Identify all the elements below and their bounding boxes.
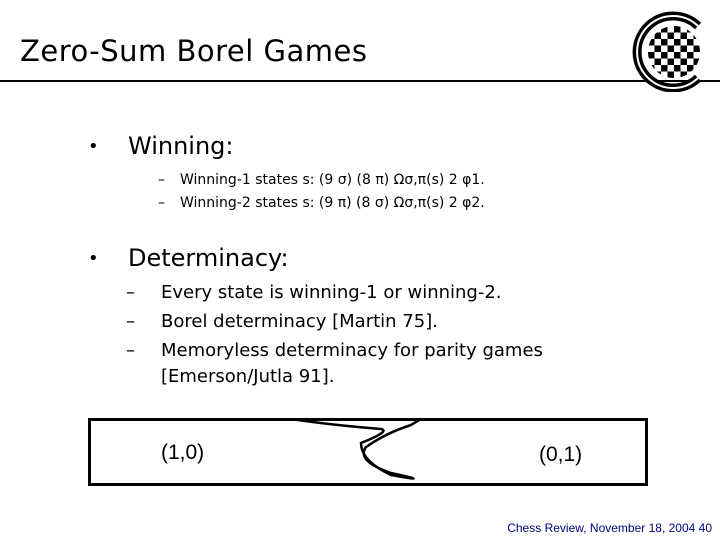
sub-item: –Winning-1 states s: (9 σ) (8 π) Ωσ,π(s)…: [158, 172, 485, 188]
item-text: Borel determinacy [Martin 75].: [161, 311, 438, 332]
slide-title: Zero-Sum Borel Games: [20, 34, 368, 68]
bullet-label: Winning:: [128, 132, 234, 160]
bullet-dot: •: [88, 248, 99, 269]
sub-item: –Winning-2 states s: (9 π) (8 σ) Ωσ,π(s)…: [158, 195, 485, 211]
bullet-determinacy: • Determinacy:: [88, 244, 388, 274]
bullet-dot: •: [88, 136, 99, 157]
bullet-winning: • Winning:: [88, 132, 388, 162]
title-divider: [0, 80, 720, 82]
sub-text: Winning-1 states s: (9 σ) (8 π) Ωσ,π(s) …: [180, 172, 485, 188]
bullet-label: Determinacy:: [128, 244, 289, 272]
slide-footer: Chess Review, November 18, 2004 40: [507, 521, 712, 535]
item-text: Every state is winning-1 or winning-2.: [161, 282, 502, 303]
item-dash: –: [126, 340, 135, 361]
item-text: Memoryless determinacy for parity games: [161, 340, 543, 361]
boundary-curve: [296, 421, 421, 480]
chess-logo-icon: [632, 11, 702, 92]
item-dash: –: [126, 311, 135, 332]
sub-dash: –: [158, 172, 165, 188]
state-space-diagram: (1,0) (0,1): [88, 418, 648, 486]
sub-text: Winning-2 states s: (9 π) (8 σ) Ωσ,π(s) …: [180, 195, 485, 211]
item-text: [Emerson/Jutla 91].: [161, 366, 335, 387]
item-dash: –: [126, 282, 135, 303]
sub-dash: –: [158, 195, 165, 211]
left-region-label: (1,0): [161, 441, 205, 464]
right-region-label: (0,1): [539, 443, 583, 466]
